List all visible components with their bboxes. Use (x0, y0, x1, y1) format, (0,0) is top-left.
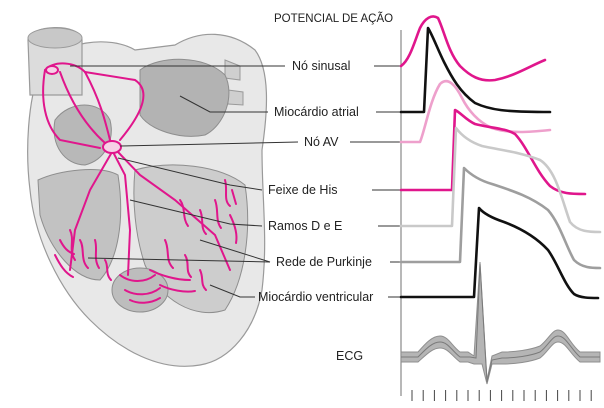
label-ramos: Ramos D e E (268, 219, 342, 233)
label-miocardio-ventricular: Miocárdio ventricular (258, 290, 373, 304)
label-no-sinusal: Nó sinusal (292, 59, 350, 73)
time-ticks (412, 390, 591, 401)
diagram-title: POTENCIAL DE AÇÃO (274, 12, 393, 25)
label-rede-purkinje: Rede de Purkinje (276, 255, 372, 269)
av-node (103, 141, 121, 153)
label-ecg: ECG (336, 349, 363, 363)
trace-ramos (401, 128, 600, 232)
left-atrium (140, 59, 229, 136)
right-ventricle (38, 170, 121, 280)
trace-feixe-his (401, 110, 585, 194)
trace-purkinje (401, 168, 600, 268)
sa-node (46, 66, 58, 74)
label-feixe-his: Feixe de His (268, 183, 337, 197)
ecg-band (401, 262, 600, 384)
ecg-trace (401, 262, 600, 384)
trace-miocardio-atrial (401, 28, 550, 112)
aorta-opening (28, 28, 82, 48)
label-no-av: Nó AV (304, 135, 339, 149)
heart-illustration (28, 28, 267, 367)
action-potential-traces (401, 16, 600, 298)
label-miocardio-atrial: Miocárdio atrial (274, 105, 359, 119)
trace-no-sinusal (401, 16, 545, 80)
